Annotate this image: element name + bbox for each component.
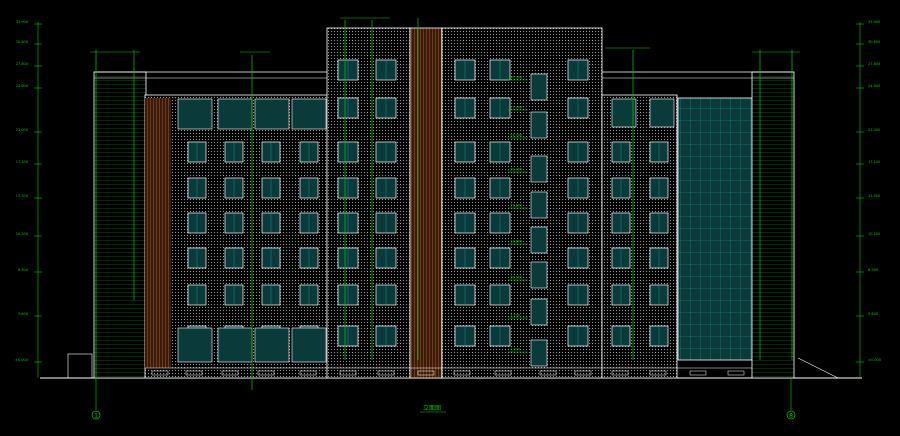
- strip-window-0: [530, 73, 548, 101]
- elevation-label-left-4: 21.000: [16, 128, 28, 132]
- elevation-label-right-6: 13.500: [868, 194, 880, 198]
- elevation-label-left-0: 33.900: [16, 20, 28, 24]
- base-vent-3: [257, 370, 275, 376]
- axis-label-left: 1: [94, 413, 98, 420]
- elevation-label-right-2: 27.800: [868, 62, 880, 66]
- right-wing-windows: [611, 98, 675, 347]
- strip-window-7: [530, 339, 548, 367]
- floor-tags: 3.900 7.200 10.500 13.800 17.100 20.400 23.700…: [508, 76, 528, 353]
- elevation-label-right-1: 30.600: [868, 40, 880, 44]
- central-tower-right-windows: [454, 59, 589, 367]
- base-vent-6: [377, 370, 395, 376]
- ribbon-window-left-3: [291, 98, 327, 130]
- storefront-left-1: [217, 327, 253, 363]
- base-vent-8: [453, 370, 471, 376]
- base-vent-7: [417, 370, 435, 376]
- strip-window-4: [530, 226, 548, 254]
- axis-bubble-right: [786, 410, 796, 420]
- base-vents: [151, 370, 745, 376]
- elevation-label-left-5: 17.100: [16, 160, 28, 164]
- elevation-label-left-8: 6.900: [18, 268, 28, 272]
- floor-tag-4: 17.100: [510, 204, 522, 208]
- floor-tag-1: 7.200: [510, 314, 520, 318]
- base-vent-15: [727, 370, 745, 376]
- base-vent-11: [574, 370, 592, 376]
- base-vent-5: [339, 370, 357, 376]
- axis-bubble-left: [91, 410, 101, 420]
- left-stair-block: [93, 71, 147, 379]
- elevation-label-right-9: 3.600: [868, 312, 878, 316]
- elevation-label-right-7: 10.200: [868, 232, 880, 236]
- storefront-left-0: [177, 327, 213, 363]
- base-vent-14: [689, 370, 707, 376]
- base-vent-4: [299, 370, 317, 376]
- base-vent-10: [539, 370, 557, 376]
- entry-steps-left: [67, 353, 93, 379]
- base-vent-13: [649, 370, 667, 376]
- elevation-label-left-10: ±0.000: [15, 358, 28, 362]
- central-tower-left-windows: [337, 59, 397, 347]
- curtain-wall: [677, 97, 753, 361]
- strip-window-3: [530, 191, 548, 219]
- floor-tag-3: 13.800: [510, 240, 522, 244]
- base-vent-0: [151, 370, 169, 376]
- elevation-label-left-3: 24.600: [16, 84, 28, 88]
- axis-label-right: 8: [789, 413, 793, 420]
- dimension-chain-right: 33.900 30.600 27.800 24.600 21.000 17.100 13.5…: [856, 20, 881, 378]
- ribbon-window-right-1: [649, 98, 675, 128]
- storefront-left-2: [254, 327, 290, 363]
- left-wing-accent: [145, 98, 171, 368]
- base-vent-1: [185, 370, 203, 376]
- right-stair-block: [751, 71, 795, 379]
- elevation-label-left-2: 27.800: [16, 62, 28, 66]
- base-vent-9: [494, 370, 512, 376]
- elevation-label-right-10: ±0.000: [868, 358, 881, 362]
- dimension-chain-left: 33.900 30.600 27.800 24.600 21.000 17.100 13.5…: [15, 20, 42, 378]
- floor-tag-0: 3.900: [510, 348, 520, 352]
- central-tower-right: [441, 27, 603, 379]
- base-vent-12: [611, 370, 629, 376]
- leader-lines: [90, 17, 800, 390]
- floor-tag-7: 27.000: [510, 106, 522, 110]
- strip-window-6: [530, 298, 548, 326]
- strip-window-1: [530, 111, 548, 139]
- strip-window-5: [530, 261, 548, 289]
- floor-tag-5: 20.400: [510, 168, 522, 172]
- elevation-label-left-7: 10.200: [16, 232, 28, 236]
- ribbon-window-left-2: [254, 98, 290, 130]
- floor-tag-6: 23.700: [510, 134, 522, 138]
- drawing-caption: 立面图: [423, 404, 441, 412]
- central-stripe-column: [409, 27, 443, 379]
- ribbon-window-right-0: [611, 98, 637, 128]
- elevation-label-left-6: 13.500: [16, 194, 28, 198]
- base-vent-2: [221, 370, 239, 376]
- elevation-label-right-3: 24.600: [868, 84, 880, 88]
- elevation-label-left-9: 3.600: [18, 312, 28, 316]
- floor-tag-2: 10.500: [510, 276, 522, 280]
- strip-window-2: [530, 155, 548, 183]
- ramp-right: [797, 357, 839, 379]
- elevation-label-right-5: 17.100: [868, 160, 880, 164]
- central-tower-left: [326, 27, 411, 379]
- elevation-label-right-4: 21.000: [868, 128, 880, 132]
- ribbon-window-left-0: [177, 98, 213, 130]
- ribbon-window-left-1: [217, 98, 253, 130]
- floor-tag-8: 30.300: [510, 76, 522, 80]
- left-wing-windows: [177, 98, 327, 363]
- elevation-label-left-1: 30.600: [16, 40, 28, 44]
- elevation-label-right-8: 6.900: [868, 268, 878, 272]
- elevation-label-right-0: 33.900: [868, 20, 880, 24]
- storefront-left-3: [291, 327, 327, 363]
